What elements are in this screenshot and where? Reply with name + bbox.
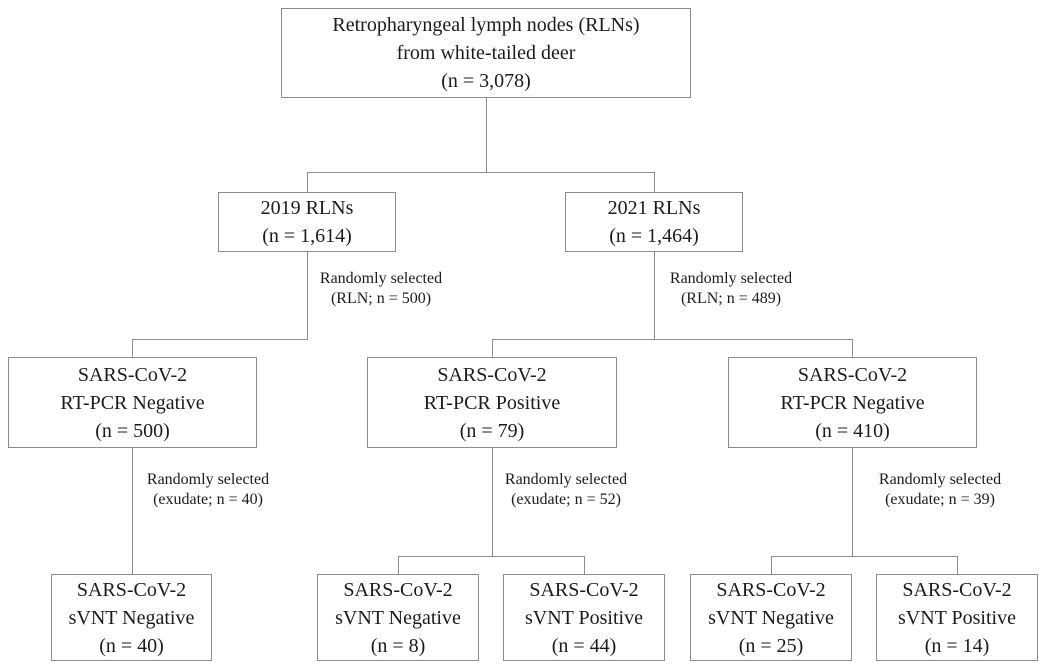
flow-node-svnt-pos-14: SARS-CoV-2 sVNT Positive (n = 14) xyxy=(876,574,1038,661)
connector-line-horizontal xyxy=(398,556,585,557)
connector-line-vertical xyxy=(132,448,133,574)
flow-node-text: (n = 8) xyxy=(370,634,426,657)
connector-line-vertical xyxy=(398,556,399,574)
flow-node-text: RT-PCR Negative xyxy=(780,391,925,414)
connector-line-vertical xyxy=(852,448,853,556)
edge-label-selected-rln-489: Randomly selected (RLN; n = 489) xyxy=(621,269,841,309)
flow-node-text: (n = 1,464) xyxy=(609,225,699,247)
flow-node-svnt-neg-8: SARS-CoV-2 sVNT Negative (n = 8) xyxy=(317,574,479,661)
edge-label-text: Randomly selected xyxy=(146,471,270,488)
connector-line-horizontal xyxy=(771,556,958,557)
connector-line-vertical xyxy=(584,556,585,574)
connector-line-vertical xyxy=(486,98,487,172)
flow-node-svnt-pos-44: SARS-CoV-2 sVNT Positive (n = 44) xyxy=(503,574,665,661)
edge-label-selected-exudate-40: Randomly selected (exudate; n = 40) xyxy=(98,470,318,510)
flow-node-text: SARS-CoV-2 xyxy=(797,363,908,386)
flow-node-text: (n = 79) xyxy=(459,419,525,442)
connector-line-vertical xyxy=(492,448,493,556)
flow-node-text: sVNT Positive xyxy=(525,606,643,629)
flow-node-text: (n = 25) xyxy=(738,634,804,657)
flow-node-text: (n = 500) xyxy=(95,419,170,442)
edge-label-text: (exudate; n = 39) xyxy=(885,491,995,508)
flow-node-svnt-neg-25: SARS-CoV-2 sVNT Negative (n = 25) xyxy=(690,574,852,661)
edge-label-selected-exudate-39: Randomly selected (exudate; n = 39) xyxy=(830,470,1050,510)
flow-node-text: sVNT Negative xyxy=(68,606,195,629)
flow-node-text: SARS-CoV-2 xyxy=(716,578,826,601)
flow-node-rln-2019: 2019 RLNs (n = 1,614) xyxy=(218,192,396,252)
flow-node-text: SARS-CoV-2 xyxy=(76,578,187,601)
connector-line-vertical xyxy=(654,172,655,192)
edge-label-text: (RLN; n = 500) xyxy=(330,290,432,307)
flow-node-text: (n = 410) xyxy=(815,419,890,442)
flow-node-text: from white-tailed deer xyxy=(396,42,576,64)
flow-node-rln-2021: 2021 RLNs (n = 1,464) xyxy=(565,192,743,252)
edge-label-text: (RLN; n = 489) xyxy=(680,290,782,307)
connector-line-vertical xyxy=(957,556,958,574)
flow-node-text: (n = 1,614) xyxy=(262,225,352,247)
connector-line-vertical xyxy=(654,252,655,339)
edge-label-text: (exudate; n = 52) xyxy=(511,491,621,508)
flow-node-root: Retropharyngeal lymph nodes (RLNs) from w… xyxy=(281,8,691,98)
flow-node-text: SARS-CoV-2 xyxy=(437,363,547,386)
connector-line-vertical xyxy=(132,339,133,357)
flow-node-svnt-neg-40: SARS-CoV-2 sVNT Negative (n = 40) xyxy=(51,574,212,661)
connector-line-horizontal xyxy=(132,339,308,340)
edge-label-selected-rln-500: Randomly selected (RLN; n = 500) xyxy=(271,269,491,309)
connector-line-horizontal xyxy=(492,339,853,340)
flow-node-text: (n = 44) xyxy=(551,634,617,657)
flow-node-text: 2019 RLNs xyxy=(260,197,354,219)
edge-label-selected-exudate-52: Randomly selected (exudate; n = 52) xyxy=(456,470,676,510)
flow-node-text: RT-PCR Negative xyxy=(60,391,205,414)
flow-node-text: sVNT Positive xyxy=(898,606,1016,629)
flow-node-text: (n = 14) xyxy=(924,634,990,657)
flow-node-text: SARS-CoV-2 xyxy=(343,578,453,601)
flow-node-text: sVNT Negative xyxy=(708,606,834,629)
flow-node-text: 2021 RLNs xyxy=(607,197,701,219)
connector-line-vertical xyxy=(307,252,308,339)
flow-node-text: SARS-CoV-2 xyxy=(902,578,1012,601)
flow-node-text: (n = 3,078) xyxy=(441,70,531,92)
flow-node-text: (n = 40) xyxy=(99,634,164,657)
edge-label-text: (exudate; n = 40) xyxy=(153,491,263,508)
edge-label-text: Randomly selected xyxy=(504,471,628,488)
flow-node-text: SARS-CoV-2 xyxy=(77,363,188,386)
flow-node-text: sVNT Negative xyxy=(335,606,461,629)
flow-node-text: RT-PCR Positive xyxy=(423,391,561,414)
connector-line-vertical xyxy=(852,339,853,357)
connector-line-vertical xyxy=(492,339,493,357)
flow-node-text: SARS-CoV-2 xyxy=(529,578,639,601)
edge-label-text: Randomly selected xyxy=(669,270,793,287)
flow-node-text: Retropharyngeal lymph nodes (RLNs) xyxy=(332,14,640,36)
edge-label-text: Randomly selected xyxy=(319,270,443,287)
connector-line-horizontal xyxy=(307,172,655,173)
edge-label-text: Randomly selected xyxy=(878,471,1002,488)
connector-line-vertical xyxy=(771,556,772,574)
connector-line-vertical xyxy=(307,172,308,192)
